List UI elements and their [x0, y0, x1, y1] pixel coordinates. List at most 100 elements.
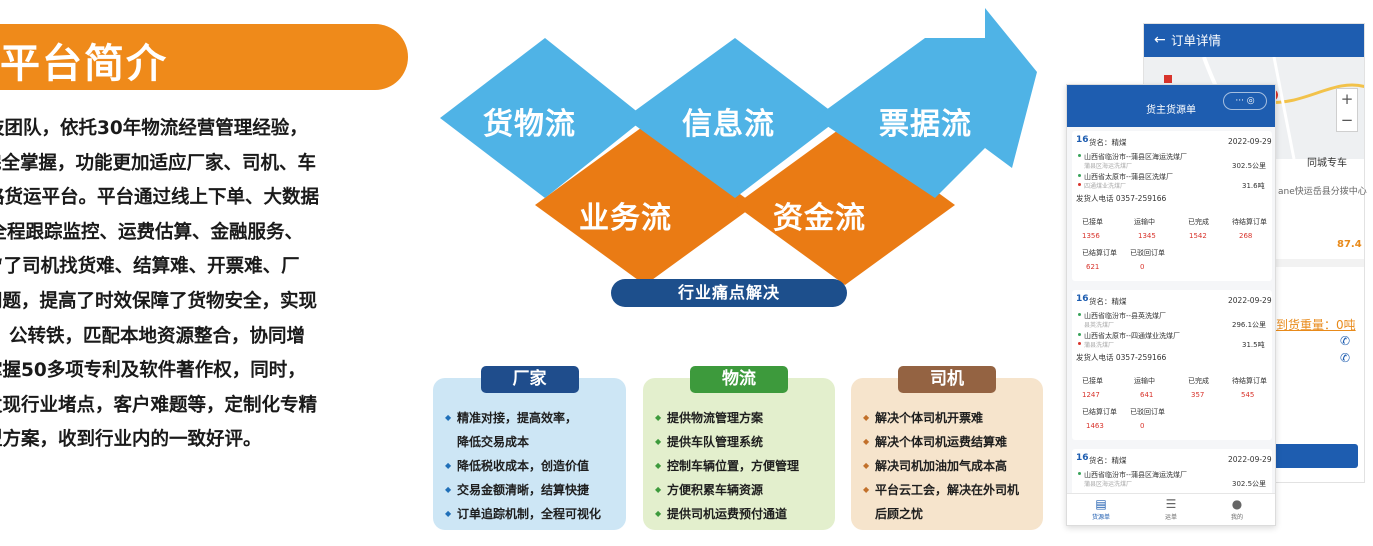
dest-dot-icon [1078, 333, 1081, 336]
diamond-bullet-icon: ◆ [445, 509, 452, 518]
list-item: 后顾之忧 [875, 507, 924, 521]
order-card[interactable]: 16 货名：精煤 2022-09-29 山西省临汾市--蒲县区海运洗煤厂 蒲县区… [1072, 131, 1272, 281]
cargo-name: 货名：精煤 [1089, 297, 1127, 306]
flow-diagram [440, 8, 1037, 285]
stat-label: 待结算订单 [1232, 377, 1267, 385]
driver-title: 司机 [898, 366, 996, 393]
diamond-bullet-icon: ◆ [655, 413, 662, 422]
stat-value: 1542 [1189, 232, 1207, 240]
list-item: ◆提供车队管理系统 [655, 430, 829, 454]
stat-value: 641 [1140, 391, 1154, 399]
origin-sub: 蒲县区海运洗煤厂 [1084, 481, 1133, 488]
stat-value: 1247 [1082, 391, 1100, 399]
tab-source[interactable]: ▤ 货源单 [1081, 496, 1121, 521]
info-flow-label: 信息流 [682, 107, 775, 142]
list-item: ◆精准对接，提高效率， [445, 406, 620, 430]
list-item: ◆解决司机加油加气成本高 [863, 454, 1037, 478]
cargo-flow-label: 货物流 [483, 107, 576, 142]
origin-dot-icon [1078, 313, 1081, 316]
origin-sub: 县英洗煤厂 [1084, 322, 1115, 329]
tab-bar: ▤ 货源单 ☰ 运单 ● 我的 [1067, 493, 1275, 525]
distance: 296.1公里 [1232, 321, 1267, 329]
intro-line: 型方案，收到行业内的一致好评。 [0, 429, 262, 451]
order-card[interactable]: 16 货名：精煤 2022-09-29 山西省临汾市--蒲县区海运洗煤厂 蒲县区… [1072, 449, 1272, 499]
list-item: ◆提供司机运费预付通道 [655, 502, 829, 526]
weight: 31.5吨 [1242, 341, 1265, 349]
stat-label: 已驳回订单 [1130, 249, 1165, 257]
origin-sub: 蒲县区海运洗煤厂 [1084, 163, 1133, 170]
list-item: ◆平台云工会，解决在外司机 [863, 478, 1037, 502]
intro-text: 技团队，依托30年物流经营管理经验， 完全掌握，功能更加适应厂家、司机、车 路货… [0, 112, 415, 458]
dest-address: 山西省太原市--蒲县区洗煤厂 [1084, 173, 1174, 181]
order-detail-title: 订单详情 [1171, 33, 1222, 48]
order-date: 2022-09-29 [1228, 296, 1272, 305]
stat-value: 357 [1191, 391, 1205, 399]
list-item: ◆解决个体司机运费结算难 [863, 430, 1037, 454]
origin-dot-icon [1078, 154, 1081, 157]
phone-call-icon[interactable]: ✆ [1340, 351, 1351, 365]
page-title: 平台简介 [0, 41, 168, 87]
distance: 302.5公里 [1232, 162, 1267, 170]
stat-label: 运输中 [1134, 218, 1155, 226]
diamond-bullet-icon: ◆ [655, 509, 662, 518]
phone-call-icon[interactable]: ✆ [1340, 334, 1351, 348]
tab-profile[interactable]: ● 我的 [1217, 496, 1257, 521]
cargo-flow-shape [440, 38, 645, 198]
shipper-phone[interactable]: 发货人电话 0357-259166 [1076, 194, 1167, 203]
dest-sub: 蒲县洗煤厂 [1084, 342, 1115, 349]
business-flow-label: 业务流 [579, 201, 672, 236]
bill-flow-arrow [815, 8, 1037, 198]
bill-flow-label: 票据流 [879, 107, 972, 142]
intro-line: 发现行业堵点，客户难题等，定制化专精 [0, 394, 318, 416]
shipper-phone[interactable]: 发货人电话 0357-259166 [1076, 353, 1167, 362]
diamond-bullet-icon: ◆ [863, 485, 870, 494]
diamond-bullet-icon: ◆ [445, 461, 452, 470]
stat-label: 已结算订单 [1082, 249, 1117, 257]
stat-label: 待结算订单 [1232, 218, 1267, 226]
tab-waybill[interactable]: ☰ 运单 [1151, 496, 1191, 521]
dest-address: 山西省太原市--四通煤业洗煤厂 [1084, 332, 1181, 340]
manufacturer-box: 厂家 ◆精准对接，提高效率， 降低交易成本 ◆降低税收成本，创造价值 ◆交易金额… [433, 366, 626, 530]
list-item: ◆方便积累车辆资源 [655, 478, 829, 502]
stat-label: 已接单 [1082, 218, 1103, 226]
list-item: ◆降低税收成本，创造价值 [445, 454, 620, 478]
stat-value: 621 [1086, 263, 1100, 271]
map-marker-icon [1164, 75, 1172, 83]
shipper-source-screen: 货主货源单 ··· ◎ 16 货名：精煤 2022-09-29 山西省临汾市--… [1066, 84, 1276, 526]
zoom-out-button[interactable]: − [1340, 111, 1354, 129]
brand-logo-icon: 16 [1076, 453, 1089, 463]
origin-address: 山西省临汾市--县英洗煤厂 [1084, 312, 1167, 320]
dest-sub: 四通煤业洗煤厂 [1084, 183, 1127, 190]
order-card[interactable]: 16 货名：精煤 2022-09-29 山西省临汾市--县英洗煤厂 县英洗煤厂 … [1072, 290, 1272, 440]
diamond-bullet-icon: ◆ [445, 485, 452, 494]
shipper-header: 货主货源单 ··· ◎ [1067, 85, 1275, 127]
stat-label: 已完成 [1188, 377, 1209, 385]
arrow-left-icon[interactable]: ← [1154, 32, 1166, 48]
intro-line: 、全程跟踪监控、运费估算、金融服务、 [0, 221, 304, 243]
capital-flow-label: 资金流 [773, 201, 866, 236]
list-item: 降低交易成本 [457, 435, 530, 449]
center-label: ane快运岳县分拨中心 [1278, 187, 1367, 197]
intro-line: 决“了司机找货难、结算难、开票难、厂 [0, 256, 300, 278]
stat-label: 已接单 [1082, 377, 1103, 385]
order-date: 2022-09-29 [1228, 455, 1272, 464]
stat-value: 0 [1140, 422, 1145, 430]
stat-label: 已驳回订单 [1130, 408, 1165, 416]
calendar-icon: ▤ [1095, 497, 1107, 511]
diamond-bullet-icon: ◆ [445, 413, 452, 422]
brand-logo-icon: 16 [1076, 294, 1089, 304]
intro-line: 问题，提高了时效保障了货物安全，实现 [0, 290, 318, 312]
diamond-bullet-icon: ◆ [655, 437, 662, 446]
list-icon: ☰ [1165, 497, 1177, 511]
brand-logo-icon: 16 [1076, 135, 1089, 145]
amount-value: 87.4 [1337, 239, 1362, 250]
dest-pin-icon [1078, 342, 1081, 345]
menu-capsule[interactable]: ··· ◎ [1223, 92, 1267, 110]
stat-label: 已结算订单 [1082, 408, 1117, 416]
driver-box: 司机 ◆解决个体司机开票难 ◆解决个体司机运费结算难 ◆解决司机加油加气成本高 … [851, 366, 1043, 530]
map-zoom-control[interactable]: + − [1336, 88, 1358, 132]
stat-value: 545 [1241, 391, 1255, 399]
stat-value: 1345 [1138, 232, 1156, 240]
zoom-in-button[interactable]: + [1340, 90, 1354, 108]
diamond-bullet-icon: ◆ [655, 461, 662, 470]
